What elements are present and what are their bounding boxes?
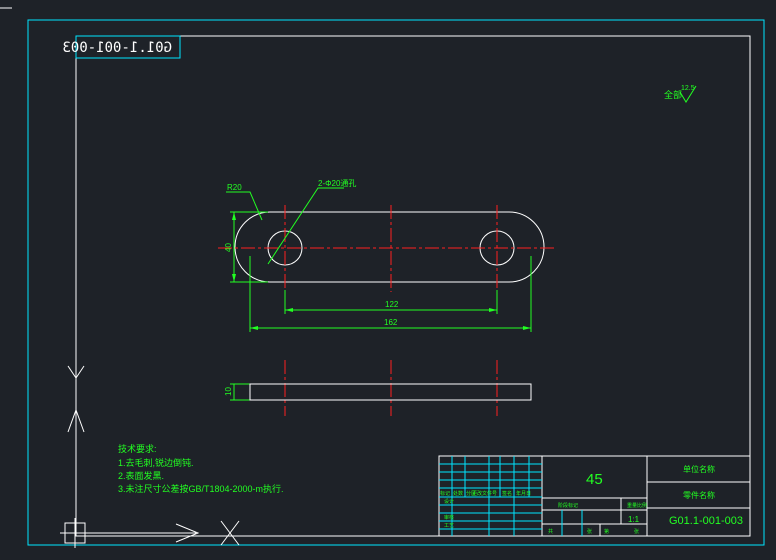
- hdr-label-count: 处数: [453, 490, 463, 497]
- bottom-label-sheets: 张: [587, 528, 592, 535]
- roughness-label: 全部: [664, 89, 682, 100]
- holes-callout: 2-Φ20通孔: [318, 178, 356, 188]
- title-block: 45 单位名称 零件名称 G01.1-001-003 1:1 标记 处数 分区 …: [438, 455, 751, 537]
- scale-value: 1:1: [628, 515, 640, 524]
- dim-height: 40: [224, 243, 233, 252]
- tech-req-line-3: 3.未注尺寸公差按GB/T1804-2000-m执行.: [118, 483, 284, 494]
- material-value: 45: [586, 471, 603, 488]
- unit-name: 单位名称: [683, 464, 715, 474]
- left-centering-marks: [60, 78, 240, 548]
- tech-requirements: 技术要求: 1.去毛刺,锐边倒钝. 2.表面发黑. 3.未注尺寸公差按GB/T1…: [118, 443, 284, 494]
- radius-callout: R20: [227, 183, 242, 192]
- row-label-design: 设计: [444, 498, 454, 505]
- stage-label-weight: 重量: [627, 502, 637, 509]
- bottom-label-sheet: 张: [634, 528, 639, 535]
- hdr-label-sign: 签名: [502, 490, 512, 497]
- roughness-check-icon: [679, 85, 697, 103]
- hdr-label-change: 更改文件号: [472, 490, 497, 497]
- bottom-label-total: 共: [548, 528, 553, 535]
- hdr-label-zone: 分区: [466, 490, 476, 497]
- drawing-code: G01.1-001-003: [669, 515, 743, 527]
- bottom-label-no: 第: [604, 528, 609, 535]
- dim-overall-length: 162: [384, 318, 398, 327]
- stage-label-mark: 阶段标记: [558, 502, 578, 509]
- dim-center-distance: 122: [385, 300, 399, 309]
- hdr-label-date: 年月日: [516, 490, 531, 497]
- mirrored-code-text: G01.1-001-003: [62, 40, 172, 56]
- tech-req-line-1: 1.去毛刺,锐边倒钝.: [118, 457, 194, 468]
- row-label-process: 工艺: [444, 523, 454, 529]
- side-view: [249, 383, 532, 401]
- dim-thickness: 10: [224, 387, 233, 396]
- outer-sheet-border: [27, 19, 765, 546]
- roughness-symbol: 全部 12.5: [664, 85, 697, 103]
- row-label-review: 审核: [444, 514, 454, 521]
- hdr-label-mark: 标记: [440, 490, 450, 497]
- roughness-value: 12.5: [681, 85, 695, 92]
- dimension-arrowheads: [232, 212, 531, 330]
- stage-label-scale: 比例: [637, 502, 647, 509]
- front-view: [234, 211, 545, 283]
- tech-req-title: 技术要求:: [118, 443, 157, 454]
- front-dimensions: [226, 187, 532, 401]
- tech-req-line-2: 2.表面发黑.: [118, 470, 164, 481]
- drawing-name: 零件名称: [683, 490, 715, 500]
- center-lines: [218, 205, 556, 416]
- mirrored-code-box: G01.1-001-003: [62, 35, 181, 59]
